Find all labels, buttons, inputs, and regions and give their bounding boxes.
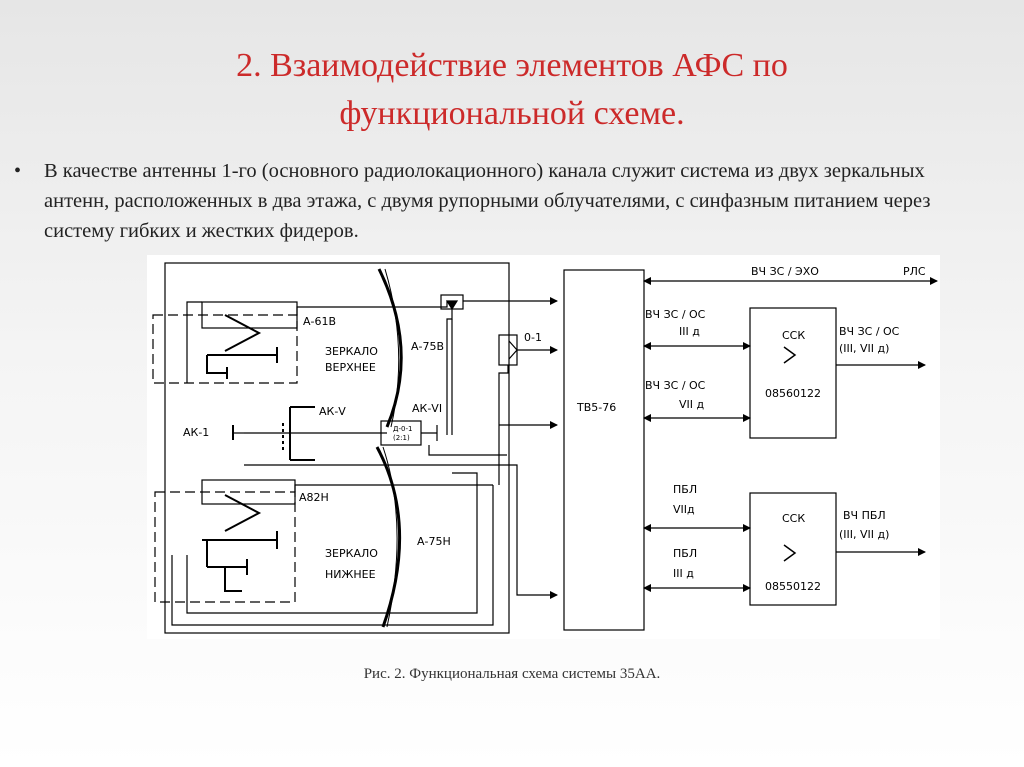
- label-os-b-1: ВЧ ЗС / ОС: [645, 379, 706, 392]
- slide-title-line-1: 2. Взаимодействие элементов АФС по: [236, 47, 788, 84]
- label-rls: РЛС: [903, 265, 926, 278]
- lower-feed-box: [154, 491, 296, 603]
- slide-title-line-2: функциональной схеме.: [339, 95, 685, 132]
- label-out1-1: ВЧ ЗС / ОС: [839, 325, 900, 338]
- label-out2-1: ВЧ ПБЛ: [843, 509, 886, 522]
- label-a75b: А-75В: [411, 340, 444, 353]
- label-os-a-2: III д: [679, 325, 700, 338]
- label-pbl-b-1: ПБЛ: [673, 547, 697, 560]
- diagram-svg: А-61В А-75В ЗЕРКАЛО ВЕРХНЕЕ АК-V АК-VI А…: [152, 262, 938, 634]
- tb5-76-block: [563, 269, 645, 631]
- label-mirror-top-2: ВЕРХНЕЕ: [325, 361, 376, 374]
- label-out2-2: (III, VII д): [839, 528, 889, 541]
- label-ssk1-title: ССК: [782, 329, 805, 342]
- label-os-a-1: ВЧ ЗС / ОС: [645, 308, 706, 321]
- upper-horn-icon: [224, 314, 262, 352]
- label-switch-1: Д-0-1: [393, 425, 412, 433]
- bullet-text: В качестве антенны 1-го (основного радио…: [44, 160, 931, 242]
- slide-title: 2. Взаимодействие элементов АФС по функц…: [0, 42, 1024, 138]
- label-pbl-b-2: III д: [673, 567, 694, 580]
- figure-caption: Рис. 2. Функциональная схема системы 35А…: [363, 666, 661, 682]
- label-os-b-2: VII д: [679, 398, 705, 411]
- label-switch-2: (2:1): [393, 434, 410, 442]
- functional-diagram: А-61В А-75В ЗЕРКАЛО ВЕРХНЕЕ АК-V АК-VI А…: [147, 255, 940, 639]
- label-akvi: АК-VI: [412, 402, 442, 415]
- label-ak1: АК-1: [183, 426, 209, 439]
- label-mirror-top-1: ЗЕРКАЛО: [325, 345, 378, 358]
- label-a61b: А-61В: [303, 315, 336, 328]
- label-ssk1-num: 08560122: [765, 387, 821, 400]
- label-o1: 0-1: [524, 331, 542, 344]
- label-akv: АК-V: [319, 405, 346, 418]
- label-ssk2-title: ССК: [782, 512, 805, 525]
- lower-horn-icon: [224, 494, 262, 532]
- ssk1-block: [749, 307, 837, 439]
- label-mirror-bot-1: ЗЕРКАЛО: [325, 547, 378, 560]
- label-mirror-bot-2: НИЖНЕЕ: [325, 568, 376, 581]
- ssk2-block: [749, 492, 837, 606]
- label-ssk2-num: 08550122: [765, 580, 821, 593]
- bullet-marker: •: [14, 160, 22, 182]
- label-echo: ВЧ ЗС / ЭХО: [751, 265, 819, 278]
- label-a75h: А-75Н: [417, 535, 451, 548]
- label-tb: ТВ5-76: [576, 401, 616, 414]
- lower-mirror: [375, 446, 402, 628]
- label-out1-2: (III, VII д): [839, 342, 889, 355]
- upper-mirror: [377, 268, 403, 428]
- antenna-frame: [164, 262, 510, 634]
- label-pbl-a-2: VIIд: [673, 503, 695, 516]
- upper-feed-box: [152, 314, 298, 384]
- label-a82h: А82Н: [299, 491, 329, 504]
- o1-element: [498, 334, 518, 366]
- label-pbl-a-1: ПБЛ: [673, 483, 697, 496]
